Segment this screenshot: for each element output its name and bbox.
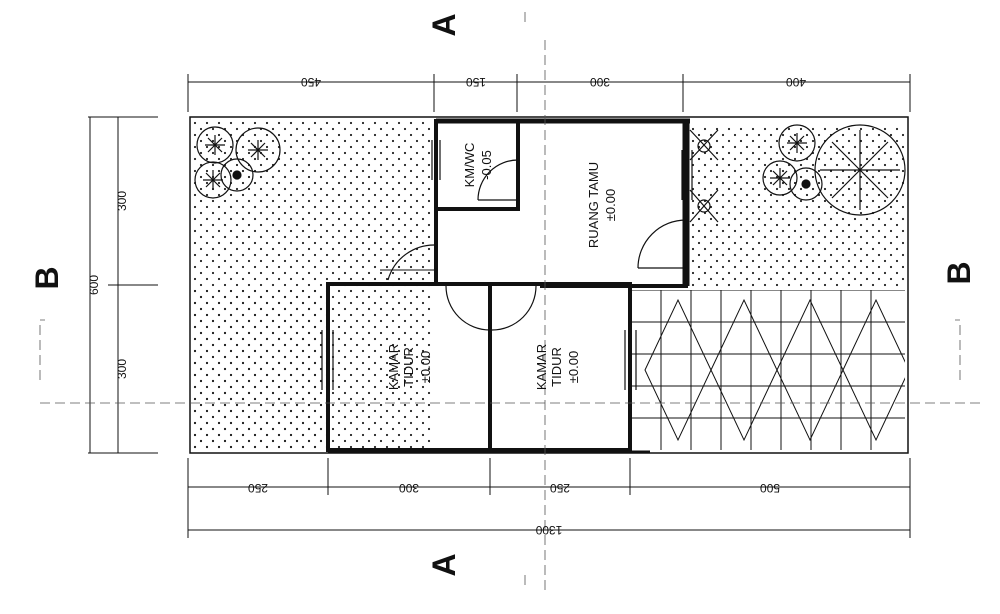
room-km-wc-name: KM/WC: [462, 143, 477, 188]
plant-icons: [194, 124, 906, 223]
dim-bottom-250a: 250: [248, 481, 268, 495]
section-marker-a-bottom: A: [426, 553, 462, 576]
dim-bottom-250b: 250: [550, 481, 570, 495]
room-kamar-tidur-2-level: ±0.00: [566, 351, 581, 383]
room-kamar-tidur-1-level: ±0.00: [418, 351, 433, 383]
room-kamar-tidur-1-line1: KAMAR: [386, 344, 401, 390]
room-ruang-tamu-name: RUANG TAMU: [586, 162, 601, 248]
dim-left-300a: 300: [115, 191, 129, 211]
room-kamar-tidur-2-line1: KAMAR: [534, 344, 549, 390]
room-km-wc: KM/WC -0.05: [462, 143, 494, 188]
garden-left-strip: [193, 290, 328, 450]
room-ruang-tamu: RUANG TAMU ±0.00: [586, 162, 618, 248]
room-km-wc-level: -0.05: [479, 150, 494, 180]
section-marker-b-right: B: [941, 261, 977, 284]
section-cut-lines: [39, 12, 980, 590]
dim-bottom-300: 300: [399, 481, 419, 495]
room-ruang-tamu-level: ±0.00: [603, 189, 618, 221]
section-marker-a-top: A: [426, 13, 462, 36]
dim-total-1300: 1300: [535, 523, 562, 537]
room-kamar-tidur-1: KAMAR TIDUR ±0.00: [386, 344, 433, 390]
room-kamar-tidur-1-line2: TIDUR: [401, 347, 416, 387]
dim-bottom-500: 500: [760, 481, 780, 495]
door-swings: [387, 159, 687, 331]
carport-paving: [632, 290, 905, 450]
dim-top-400: 400: [786, 75, 806, 89]
windows: [321, 140, 693, 390]
dim-top-300: 300: [590, 75, 610, 89]
dim-left-300b: 300: [115, 359, 129, 379]
dim-top-150: 150: [466, 75, 486, 89]
dim-top-450: 450: [301, 75, 321, 89]
room-kamar-tidur-2: KAMAR TIDUR ±0.00: [534, 344, 581, 390]
dim-left-600: 600: [87, 275, 101, 295]
room-kamar-tidur-2-line2: TIDUR: [549, 347, 564, 387]
dimension-lines: [88, 74, 911, 538]
section-marker-b-left: B: [29, 266, 65, 289]
